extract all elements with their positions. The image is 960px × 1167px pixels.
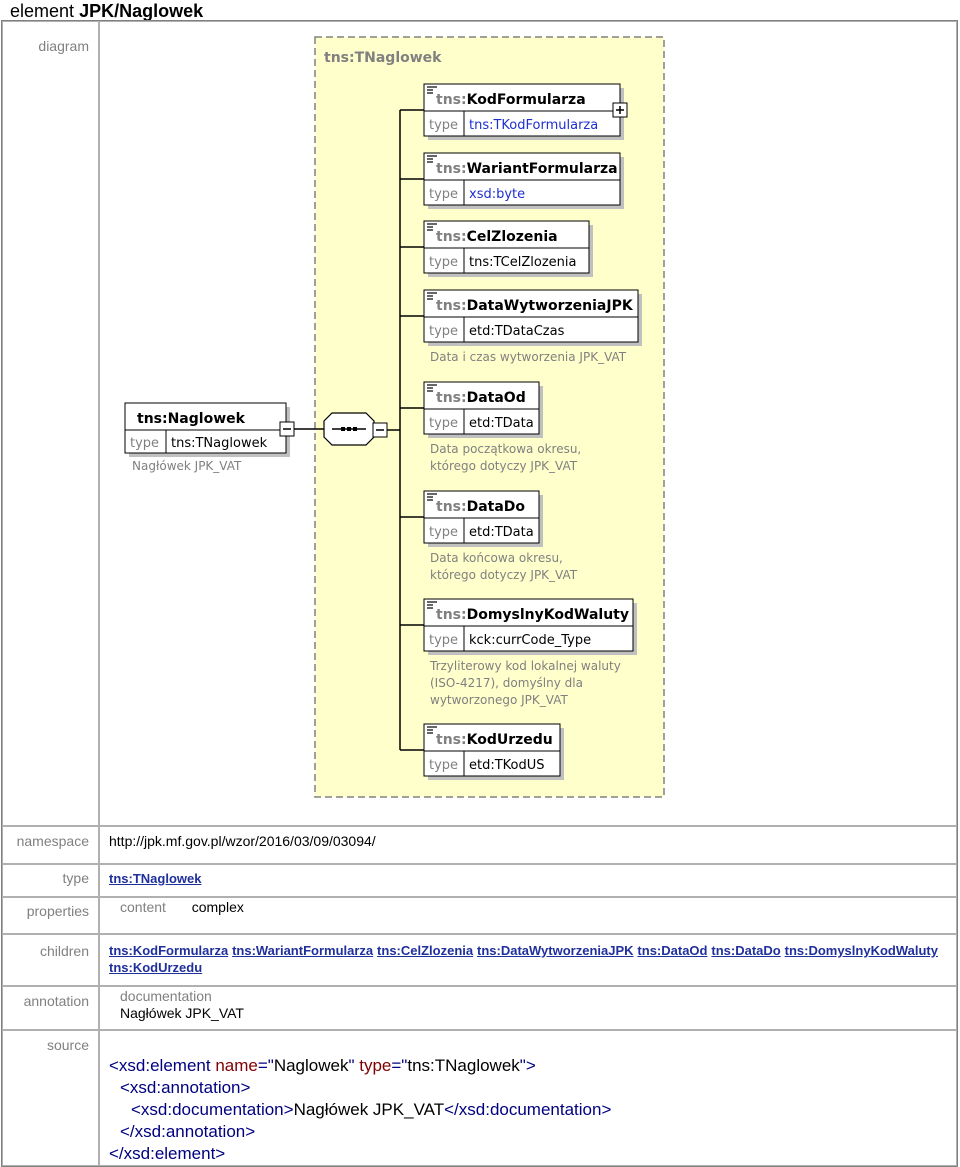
child-name: tns:DataDo (436, 499, 525, 515)
child-doc-line: Data i czas wytworzenia JPK_VAT (430, 350, 627, 364)
child-name: tns:DataOd (436, 390, 526, 406)
namespace-row: namespace http://jpk.mf.gov.pl/wzor/2016… (2, 826, 957, 864)
child-type-label: type (429, 758, 458, 773)
child-link[interactable]: tns:KodUrzedu (109, 960, 203, 975)
root-doc: Nagłówek JPK_VAT (132, 459, 242, 473)
child-type-label: type (429, 255, 458, 270)
child-doc-line: którego dotyczy JPK_VAT (430, 568, 578, 582)
child-type-value: etd:TData (469, 525, 534, 540)
child-doc-line: Data końcowa okresu, (430, 551, 563, 565)
child-type-value: xsd:byte (469, 187, 525, 202)
type-link[interactable]: tns:TNaglowek (109, 871, 202, 886)
source-label: source (2, 1030, 99, 1166)
child-type-value: etd:TKodUS (469, 758, 545, 773)
children-list: tns:KodFormularza tns:WariantFormularza … (99, 934, 957, 986)
sequence-dot (347, 427, 351, 431)
source-line-4: </xsd:annotation> (120, 1122, 256, 1141)
page-title-prefix: element (10, 1, 75, 21)
child-type-label: type (429, 416, 458, 431)
child-name: tns:WariantFormularza (436, 161, 618, 177)
child-type-label: type (429, 118, 458, 133)
child-type-value: tns:TKodFormularza (469, 118, 598, 133)
annotation-label: annotation (2, 986, 99, 1030)
child-link[interactable]: tns:DomyslnyKodWaluty (784, 943, 938, 958)
root-name: tns:Naglowek (137, 411, 246, 427)
source-line-2: <xsd:annotation> (120, 1078, 251, 1097)
child-name: tns:DataWytworzeniaJPK (436, 298, 634, 314)
type-container-title: tns:TNaglowek (324, 50, 442, 66)
source-row: source <xsd:element name="Naglowek" type… (2, 1030, 957, 1166)
child-box (423, 598, 634, 652)
child-link[interactable]: tns:WariantFormularza (232, 943, 374, 958)
namespace-label: namespace (2, 826, 99, 864)
properties-label: properties (2, 897, 99, 934)
child-box (423, 723, 561, 777)
source-line-5: </xsd:element> (109, 1144, 226, 1163)
child-box (423, 152, 621, 206)
type-row: type tns:TNaglowek (2, 864, 957, 897)
annotation-value: Nagłówek JPK_VAT (120, 1005, 244, 1021)
source-line-1: <xsd:element name="Naglowek" type="tns:T… (109, 1056, 536, 1075)
properties-value: complex (191, 899, 244, 915)
child-type-label: type (429, 633, 458, 648)
child-name: tns:DomyslnyKodWaluty (436, 607, 629, 623)
children-row: children tns:KodFormularza tns:WariantFo… (2, 934, 957, 986)
page-title-name: JPK/Naglowek (79, 1, 204, 21)
schema-diagram-svg: tns:TNaglowek tns:Naglowek type tns:TNaglow… (124, 36, 665, 798)
sequence-dot (341, 427, 345, 431)
sequence-dot (353, 427, 357, 431)
children-label: children (2, 934, 99, 986)
child-name: tns:KodFormularza (436, 92, 586, 108)
child-type-value: etd:TData (469, 416, 534, 431)
child-box (423, 490, 540, 544)
type-label: type (2, 864, 99, 897)
child-name: tns:KodUrzedu (436, 732, 553, 748)
child-type-label: type (429, 324, 458, 339)
diagram-label: diagram (2, 21, 99, 826)
child-doc-line: (ISO-4217), domyślny dla (430, 676, 583, 690)
child-link[interactable]: tns:CelZlozenia (377, 943, 474, 958)
child-doc-line: Data początkowa okresu, (430, 442, 581, 456)
annotation-key: documentation (120, 988, 212, 1004)
child-doc-line: wytworzonego JPK_VAT (430, 693, 568, 707)
namespace-value: http://jpk.mf.gov.pl/wzor/2016/03/09/030… (99, 826, 957, 864)
child-type-value: kck:currCode_Type (469, 633, 591, 648)
annotation-row: annotation documentation Nagłówek JPK_VA… (2, 986, 957, 1030)
child-name: tns:CelZlozenia (436, 229, 558, 245)
source-code: <xsd:element name="Naglowek" type="tns:T… (109, 1033, 956, 1165)
properties-row: properties content complex (2, 897, 957, 934)
child-link[interactable]: tns:KodFormularza (109, 943, 229, 958)
child-link[interactable]: tns:DataDo (711, 943, 781, 958)
schema-diagram: tns:TNaglowek tns:Naglowek type tns:TNaglow… (100, 22, 956, 807)
child-box (423, 83, 621, 137)
child-link[interactable]: tns:DataWytworzeniaJPK (477, 943, 634, 958)
child-box (423, 381, 540, 435)
child-doc-line: którego dotyczy JPK_VAT (430, 459, 578, 473)
child-box (423, 220, 590, 274)
child-type-value: etd:TDataCzas (469, 324, 565, 339)
root-type-value: tns:TNaglowek (171, 436, 268, 451)
child-link[interactable]: tns:DataOd (637, 943, 708, 958)
child-type-label: type (429, 525, 458, 540)
source-line-3: <xsd:documentation>Nagłówek JPK_VAT</xsd… (131, 1100, 612, 1119)
root-type-label: type (130, 436, 159, 451)
diagram-cell: tns:TNaglowek tns:Naglowek type tns:TNaglow… (99, 21, 957, 826)
child-type-value: tns:TCelZlozenia (469, 255, 576, 270)
child-doc-line: Trzyliterowy kod lokalnej waluty (429, 659, 621, 673)
child-box (423, 289, 639, 343)
child-type-label: type (429, 187, 458, 202)
page-title: element JPK/Naglowek (10, 0, 203, 22)
properties-key: content (120, 899, 166, 915)
